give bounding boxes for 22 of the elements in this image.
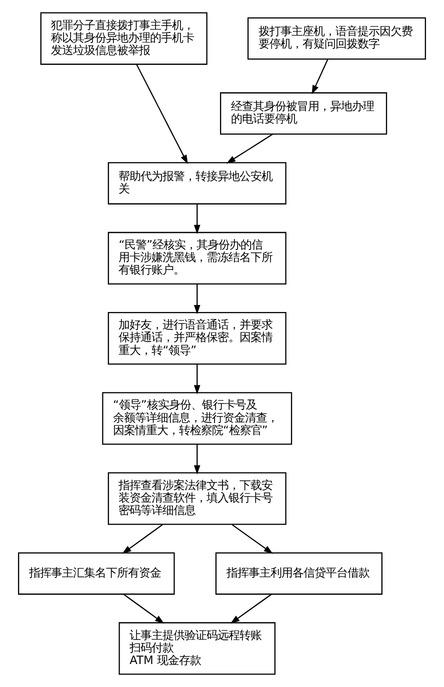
arrow bbox=[230, 594, 272, 624]
arrow bbox=[122, 524, 163, 554]
node-box: “领导”核实身份、银行卡号及余额等详细信息，进行资金清查，因案情重大，转检察院“检察官” bbox=[102, 392, 292, 445]
arrow bbox=[194, 364, 200, 394]
node-box: 拨打事主座机，语音提示因欠费要停机，有疑问回拨数字 bbox=[247, 17, 426, 60]
node-box: 经查其身份被冒用，异地办理的电话要停机 bbox=[220, 92, 388, 135]
node-box: 让事主提供验证码远程转账 扫码付款 ATM 现金存款 bbox=[118, 622, 276, 675]
node-box: 指挥事主利用各信贷平台借款 bbox=[215, 552, 382, 595]
node-box: 帮助代为报警，转接异地公安机关 bbox=[108, 162, 286, 204]
node-box: “民警”经核实，其身份办的信用卡涉嫌洗黑钱，需冻结名下所有银行账户。 bbox=[108, 232, 286, 285]
arrow bbox=[123, 594, 164, 624]
node-box: 指挥事主汇集名下所有资金 bbox=[18, 552, 175, 595]
arrow bbox=[312, 58, 328, 94]
node-box: 指挥查看涉案法律文书，下载安装资金清查软件，填入银行卡号密码等详细信息 bbox=[108, 472, 286, 525]
arrow bbox=[194, 284, 200, 314]
arrow bbox=[226, 134, 274, 164]
arrow bbox=[194, 444, 200, 474]
arrow bbox=[136, 64, 188, 164]
node-box: 犯罪分子直接拨打事主手机，称以其身份异地办理的手机卡发送垃圾信息被举报 bbox=[40, 12, 208, 65]
arrow bbox=[232, 524, 273, 554]
node-box: 加好友，进行语音通话，并要求保持通话，并严格保密。因案情重大，转“领导” bbox=[108, 312, 286, 365]
arrow bbox=[194, 204, 200, 234]
